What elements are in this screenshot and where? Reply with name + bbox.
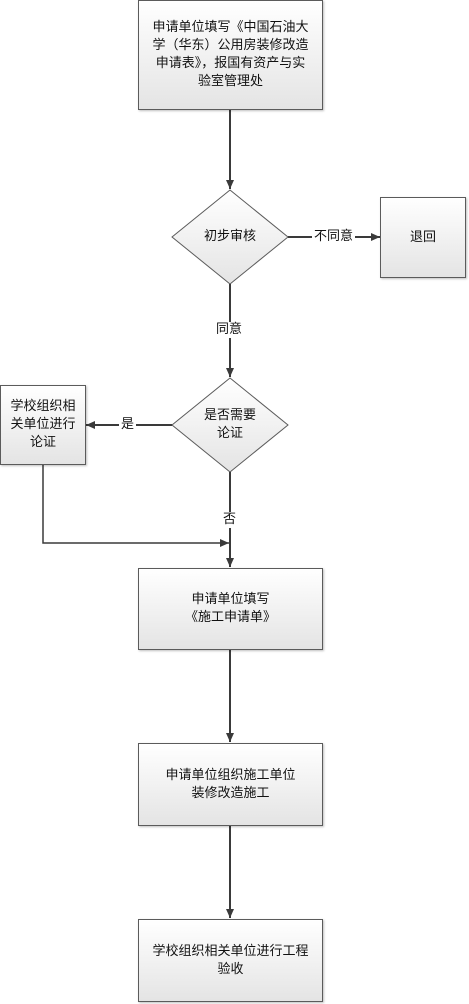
construction-form-box: 申请单位填写 《施工申请单》	[138, 568, 323, 650]
no-label: 否	[221, 512, 239, 528]
yes-label: 是	[119, 417, 137, 433]
return-box: 退回	[380, 197, 466, 278]
acceptance-box: 学校组织相关单位进行工程 验收	[138, 919, 323, 1002]
preliminary-review-label: 初步审核	[203, 229, 256, 244]
disagree-label: 不同意	[312, 229, 356, 245]
school-demonstration-box: 学校组织相 关单位进行 论证	[0, 385, 86, 465]
edge-demonstration-to-construction-form	[42, 465, 229, 547]
need-demonstration-label: 是否需要 论证	[203, 408, 256, 441]
apply-form-box: 申请单位填写《中国石油大 学（华东）公用房装修改造 申请表》，报国有资产与实 验…	[138, 0, 323, 110]
agree-label: 同意	[214, 322, 245, 338]
organize-construction-box: 申请单位组织施工单位 装修改造施工	[138, 743, 323, 826]
